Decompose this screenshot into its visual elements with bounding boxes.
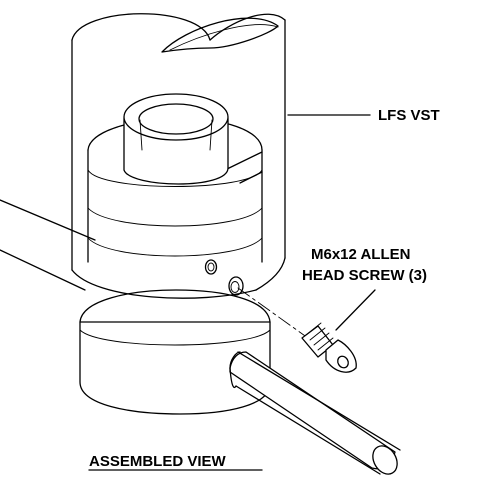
threaded-holes [204, 259, 244, 296]
inner-cylinder [87, 93, 263, 263]
label-screw-line1: M6x12 ALLEN [311, 246, 410, 263]
view-title: ASSEMBLED VIEW [89, 453, 227, 470]
tube-top [71, 13, 286, 53]
tube-body [71, 19, 286, 299]
leader-lines [287, 114, 376, 331]
rod-front [229, 351, 401, 475]
label-screw-line2: HEAD SCREW (3) [302, 267, 427, 284]
allen-screw-icon [237, 287, 357, 373]
leader-screw [335, 289, 376, 331]
label-lfs-vst: LFS VST [378, 107, 440, 124]
rod-back [0, 199, 96, 291]
